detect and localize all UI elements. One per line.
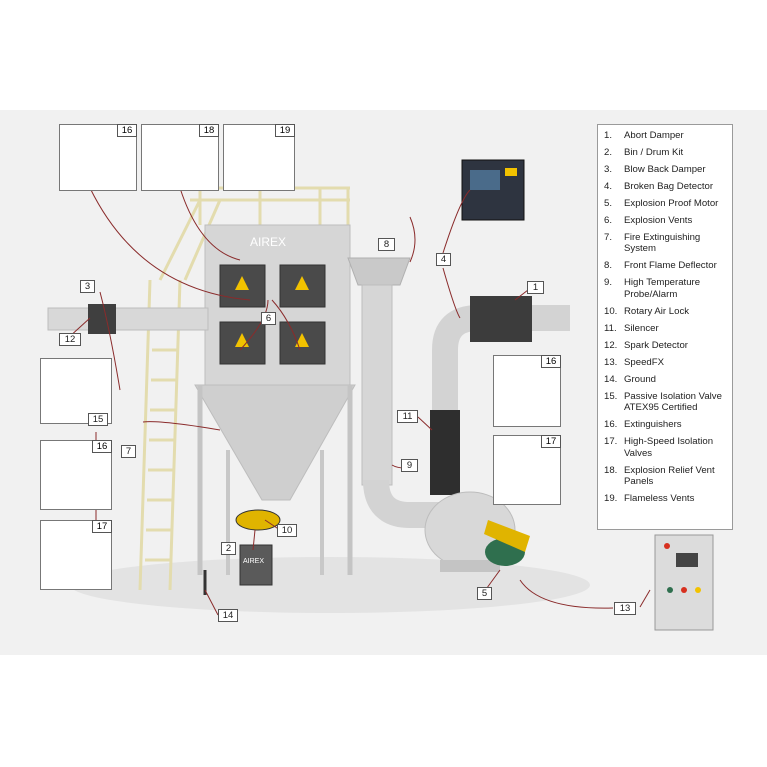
abort-damper: [470, 296, 532, 342]
inlet-duct: [47, 304, 209, 334]
legend-item: 5.Explosion Proof Motor: [604, 198, 719, 209]
speedfx-panel: [654, 534, 714, 631]
callout-11: 11: [397, 410, 418, 423]
legend-item: 6.Explosion Vents: [604, 215, 693, 226]
callout-10: 10: [277, 524, 297, 537]
callout-4: 4: [436, 253, 451, 266]
callout-12: 12: [59, 333, 81, 346]
legend-item: 8.Front Flame Deflector: [604, 260, 717, 272]
legend-item: 13.SpeedFX: [604, 356, 665, 368]
thumbnail-extinguisher-right: 16: [493, 355, 561, 427]
callout-9: 9: [401, 459, 418, 472]
thumbnail-explosion-relief-vent: 18: [141, 124, 219, 191]
legend-item: 7.Fire Extinguishing System: [604, 232, 701, 255]
legend-item: 15.Passive Isolation Valve ATEX95 Certif…: [604, 390, 722, 414]
legend-item: 4.Broken Bag Detector: [604, 181, 714, 192]
svg-text:AIREX: AIREX: [243, 558, 264, 565]
callout-7: 7: [121, 445, 136, 458]
callout-14: 14: [218, 609, 238, 622]
callout-1: 1: [527, 281, 544, 294]
callout-15: 15: [88, 413, 108, 426]
outlet-duct: [363, 296, 570, 528]
rotary-air-lock: [235, 509, 281, 531]
legend-item: 3.Blow Back Damper: [604, 164, 706, 175]
brand-label: AIREX: [250, 235, 286, 249]
legend-item: 19.Flameless Vents: [604, 493, 695, 505]
thumbnail-extinguisher: 16: [59, 124, 137, 191]
component-legend: 1.Abort Damper 2.Bin / Drum Kit 3.Blow B…: [597, 124, 733, 530]
legend-item: 2.Bin / Drum Kit: [604, 147, 684, 158]
thumbnail-isolation-valve-right: 17: [493, 435, 561, 505]
legend-item: 11.Silencer: [604, 322, 659, 334]
legend-item: 12.Spark Detector: [604, 339, 688, 351]
callout-17-left: 17: [92, 520, 112, 533]
callout-8: 8: [378, 238, 395, 251]
flame-deflector: [347, 257, 411, 486]
callout-16: 16: [117, 124, 137, 137]
thumbnail-extinguisher-left: 16: [40, 440, 112, 510]
legend-item: 18.Explosion Relief Vent Panels: [604, 464, 715, 488]
thumbnail-flameless-vent: 19: [223, 124, 295, 191]
legend-item: 16.Extinguishers: [604, 419, 682, 431]
callout-18: 18: [199, 124, 219, 137]
callout-2: 2: [221, 542, 236, 555]
callout-17-right: 17: [541, 435, 561, 448]
legend-item: 17.High-Speed Isolation Valves: [604, 436, 714, 459]
callout-13: 13: [614, 602, 636, 615]
bin-drum: AIREX: [239, 544, 273, 586]
callout-16-right: 16: [541, 355, 561, 368]
access-stairs: [138, 186, 350, 591]
legend-item: 10.Rotary Air Lock: [604, 305, 690, 317]
legend-item: 1.Abort Damper: [604, 130, 684, 141]
callout-16-left: 16: [92, 440, 112, 453]
thumbnail-isolation-valve-left: 17: [40, 520, 112, 590]
legend-item: 14.Ground: [604, 373, 656, 385]
legend-item: 9.High Temperature Probe/Alarm: [604, 277, 701, 300]
callout-5: 5: [477, 587, 492, 600]
broken-bag-detector: [461, 159, 525, 221]
silencer: [430, 410, 460, 495]
explosion-vents: [219, 264, 326, 365]
fan-assembly: [424, 491, 530, 572]
ground-shadow: [70, 557, 590, 613]
callout-3: 3: [80, 280, 95, 293]
callout-6: 6: [261, 312, 276, 325]
callout-19: 19: [275, 124, 295, 137]
